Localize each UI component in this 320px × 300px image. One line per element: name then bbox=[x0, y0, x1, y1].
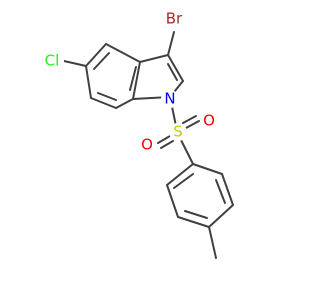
bond-ar1-ar2 bbox=[166, 163, 194, 186]
bond-layer bbox=[63, 31, 234, 259]
chlorine-atom-label: Cl bbox=[45, 52, 60, 70]
bond-c5-c6 bbox=[85, 65, 92, 99]
bond-ar6-ar1 bbox=[192, 163, 223, 175]
bond-c7a-c3a-inner bbox=[129, 66, 137, 91]
bond-ar4-ar5 bbox=[208, 204, 234, 228]
bond-ar1-ar2-inner bbox=[173, 173, 194, 189]
oxygen-atom-label-right: O bbox=[203, 112, 215, 130]
bond-ar2-ar3 bbox=[166, 184, 179, 218]
bond-c6-c7 bbox=[90, 97, 117, 109]
bond-c4-c5-inner bbox=[93, 52, 110, 70]
bond-ar5-ar6-inner bbox=[215, 179, 226, 204]
bond-ar5-ar6 bbox=[221, 173, 234, 206]
bond-ar4-methyl bbox=[208, 226, 217, 259]
bond-c3-c2-inner bbox=[167, 63, 178, 81]
bond-s-o2-a bbox=[182, 115, 197, 124]
bond-c3-c2 bbox=[167, 54, 184, 82]
bond-c7-c7a bbox=[115, 98, 134, 109]
bromine-atom-label: Br bbox=[166, 10, 183, 28]
bond-s-o1-b bbox=[160, 140, 174, 149]
bond-c6-c7-inner bbox=[97, 92, 117, 101]
molecule-structure-diagram: Br Cl N S O O bbox=[40, 7, 234, 259]
sulfur-atom-label: S bbox=[173, 123, 183, 141]
bond-s-o1-a bbox=[157, 135, 171, 144]
bond-c3a-c4 bbox=[105, 43, 141, 63]
bond-c5-cl bbox=[63, 60, 87, 67]
bond-ar3-ar4 bbox=[177, 216, 210, 228]
nitrogen-atom-label: N bbox=[164, 90, 175, 108]
oxygen-atom-label-left: O bbox=[141, 136, 153, 154]
bond-c4-c5 bbox=[85, 43, 107, 67]
bond-ar3-ar4-inner bbox=[184, 210, 208, 219]
atom-label-layer: Br Cl N S O O bbox=[40, 7, 217, 154]
bond-c3a-c7a bbox=[132, 61, 141, 100]
bond-c3-c3a bbox=[139, 54, 169, 63]
bond-s-o2-b bbox=[185, 120, 200, 129]
bond-s-aryl bbox=[180, 139, 194, 165]
bond-c3-br bbox=[167, 31, 175, 56]
